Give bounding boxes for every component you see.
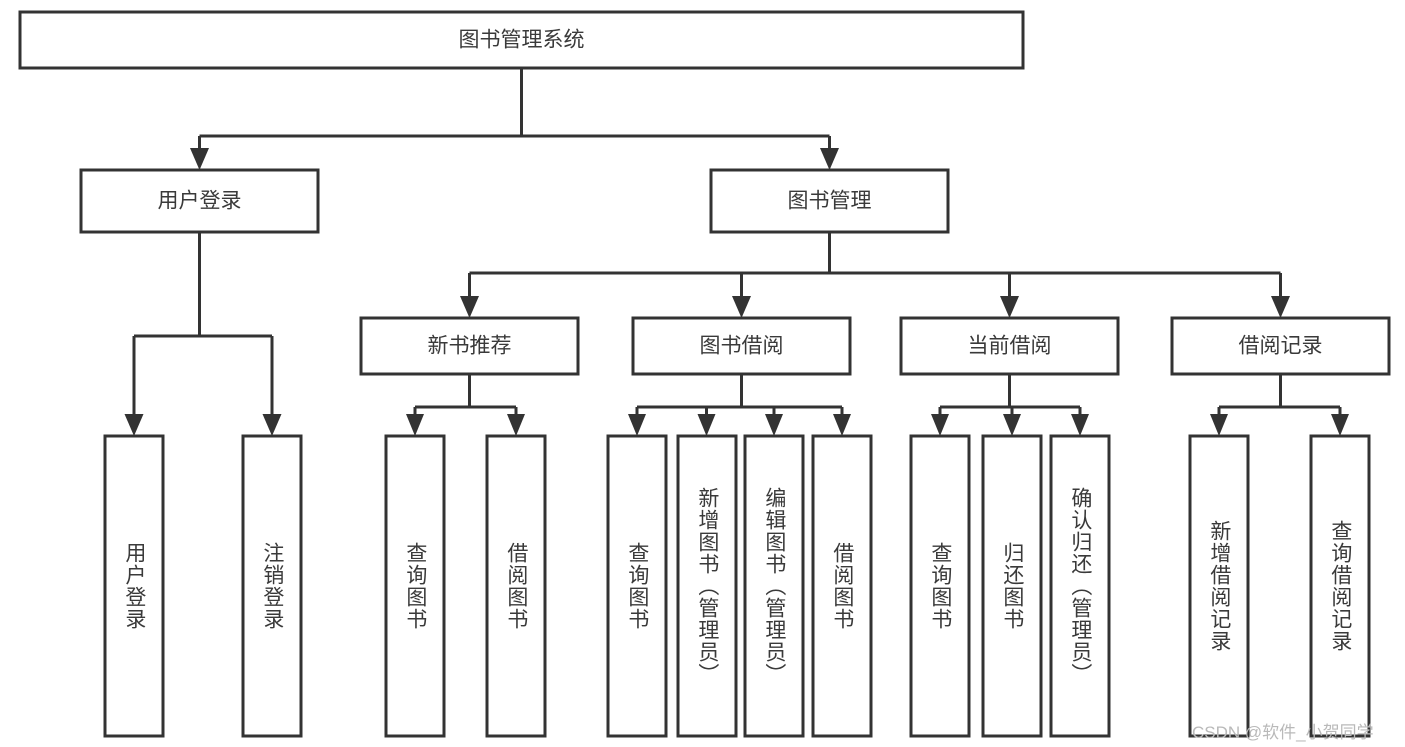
node-book-manage-box[interactable] — [709, 168, 950, 234]
arrow-head-new-book-rec — [460, 296, 479, 318]
node-leaf-add-book-box[interactable] — [676, 434, 738, 738]
node-user-login-box[interactable] — [79, 168, 320, 234]
arrow-head-user-login — [190, 148, 209, 170]
node-leaf-add-record-label: 新增借阅记录 — [1207, 520, 1231, 652]
connectors-group — [124, 68, 1349, 436]
node-leaf-add-book-label: 新增图书（管理员） — [695, 487, 719, 685]
arrow-head-leaf-query-record — [1331, 414, 1349, 436]
arrow-head-leaf-query-book-3 — [931, 414, 949, 436]
node-leaf-return-book-box[interactable] — [981, 434, 1043, 738]
node-leaf-query-book-1-label: 查询图书 — [403, 542, 427, 630]
node-leaf-borrow-book-2-box[interactable] — [811, 434, 873, 738]
arrow-head-leaf-borrow-book-1 — [507, 414, 525, 436]
node-user-login-label: 用户登录 — [158, 190, 242, 213]
node-boxes-group: 图书管理系统 用户登录 图书管理 新书推荐 图书借阅 当前借阅 借阅记录 — [18, 10, 1391, 738]
node-leaf-return-book-label: 归还图书 — [1000, 542, 1024, 630]
node-leaf-query-book-2-box[interactable] — [606, 434, 668, 738]
arrow-head-book-borrow — [732, 296, 751, 318]
node-borrow-record-label: 借阅记录 — [1239, 335, 1323, 358]
node-current-borrow-label: 当前借阅 — [968, 335, 1052, 358]
arrow-head-leaf-query-book-2 — [628, 414, 646, 436]
node-leaf-borrow-book-1-box[interactable] — [485, 434, 547, 738]
node-leaf-user-logout-box[interactable] — [241, 434, 303, 738]
arrow-head-leaf-confirm-return — [1071, 414, 1089, 436]
arrow-head-leaf-user-logout — [262, 414, 282, 436]
node-book-manage-label: 图书管理 — [788, 190, 872, 213]
node-leaf-query-book-3-box[interactable] — [909, 434, 971, 738]
node-leaf-add-record-box[interactable] — [1188, 434, 1250, 738]
arrow-head-leaf-user-login — [124, 414, 144, 436]
arrow-head-book-manage — [820, 148, 839, 170]
arrow-head-leaf-add-book — [697, 414, 716, 436]
node-leaf-edit-book-label: 编辑图书（管理员） — [762, 487, 786, 685]
arrow-head-leaf-edit-book — [765, 414, 783, 436]
csdn-watermark: CSDN @软件_小贺同学 — [1192, 723, 1374, 742]
node-leaf-user-login-label: 用户登录 — [122, 542, 146, 630]
arrow-head-leaf-return-book — [1003, 414, 1021, 436]
node-book-borrow-label: 图书借阅 — [700, 335, 784, 358]
node-current-borrow-box[interactable] — [899, 316, 1120, 376]
arrow-head-leaf-query-book-1 — [406, 414, 424, 436]
node-new-book-rec-label: 新书推荐 — [428, 335, 512, 358]
node-leaf-borrow-book-2-label: 借阅图书 — [830, 542, 854, 630]
node-leaf-user-login-box[interactable] — [103, 434, 165, 738]
node-leaf-query-book-3-label: 查询图书 — [928, 542, 952, 630]
node-leaf-confirm-return-label: 确认归还（管理员） — [1068, 487, 1092, 685]
node-root-box[interactable] — [18, 10, 1025, 70]
node-leaf-borrow-book-1-label: 借阅图书 — [504, 542, 528, 630]
node-borrow-record-box[interactable] — [1170, 316, 1391, 376]
node-root-label: 图书管理系统 — [459, 29, 585, 52]
node-leaf-user-logout-label: 注销登录 — [260, 542, 284, 630]
arrow-head-leaf-add-record — [1210, 414, 1228, 436]
arrow-head-leaf-borrow-book-2 — [833, 414, 851, 436]
node-leaf-query-record-label: 查询借阅记录 — [1328, 520, 1352, 652]
node-leaf-edit-book-box[interactable] — [743, 434, 805, 738]
node-leaf-query-book-2-label: 查询图书 — [625, 542, 649, 630]
node-leaf-confirm-return-box[interactable] — [1049, 434, 1111, 738]
node-leaf-query-book-1-box[interactable] — [384, 434, 446, 738]
node-book-borrow-box[interactable] — [631, 316, 852, 376]
node-new-book-rec-box[interactable] — [359, 316, 580, 376]
arrow-head-current-borrow — [1000, 296, 1019, 318]
node-leaf-query-record-box[interactable] — [1309, 434, 1371, 738]
arrow-head-borrow-record — [1271, 296, 1290, 318]
